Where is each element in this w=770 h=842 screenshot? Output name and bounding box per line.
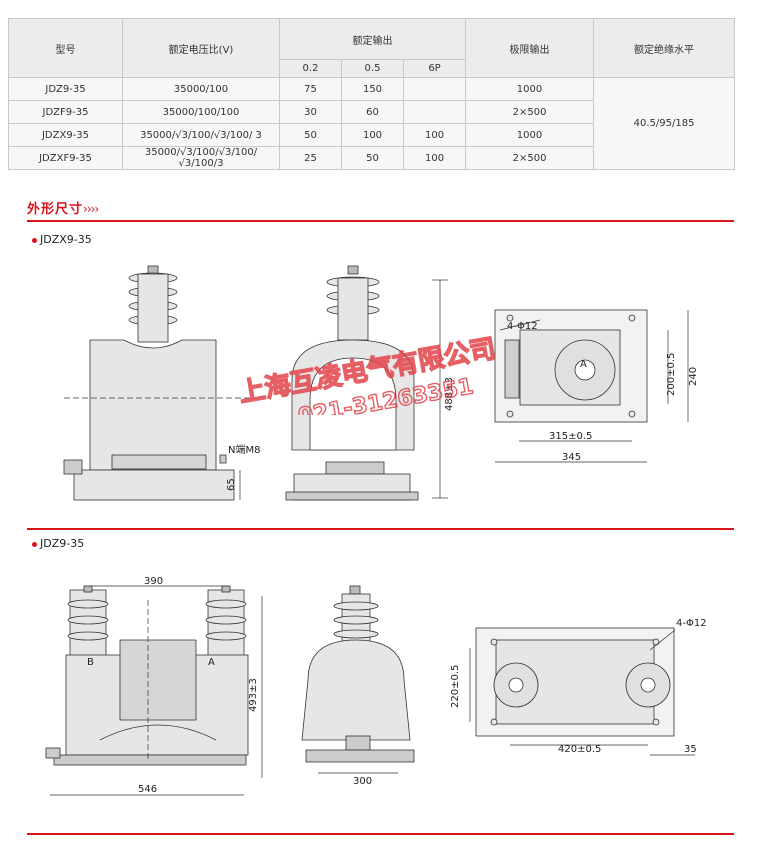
dim-220: 220±0.5 [450,665,461,708]
cell-0-2: 30 [279,100,342,124]
bullet-icon [32,237,37,243]
cell-model: JDZF9-35 [8,100,123,124]
model-label-text: JDZX9-35 [40,233,92,246]
cell-0-5: 60 [341,100,404,124]
dim-height-488: 488±3 [444,377,455,411]
label-a: A [580,359,587,370]
cell-ratio: 35000/100 [122,77,280,101]
spec-table: 型号 额定电压比(V) 额定输出 极限输出 额定绝缘水平 0.2 0.5 6P … [8,18,736,170]
footer-divider [27,833,734,835]
cell-ratio: 35000/√3/100/√3/100/√3/100/3 [122,146,280,170]
top-view-jdz9 [475,627,675,737]
model-label-jdzx9: JDZX9-35 [32,233,92,246]
table-row: JDZ9-35 35000/100 75 150 1000 40.5/95/18… [8,77,736,170]
cell-6p: 100 [402,146,467,170]
cell-0-2: 25 [279,146,342,170]
side-view-jdz9 [301,585,415,763]
label-a: A [208,657,215,668]
dim-35: 35 [684,744,697,755]
model-label-jdz9: JDZ9-35 [32,537,84,550]
section-title-text: 外形尺寸 [27,202,84,217]
front-view-jdzx9 [63,265,235,501]
cell-0-2: 75 [279,77,342,101]
dim-345: 345 [562,452,581,463]
chevrons-icon: ›››› [83,202,99,216]
terminal-note: N端M8 [228,443,260,456]
cell-ratio: 35000/√3/100/√3/100/ 3 [122,123,280,147]
cell-ratio: 35000/100/100 [122,100,280,124]
header-rated-output: 额定输出 [278,18,467,60]
dim-240: 240 [688,367,699,386]
cell-0-2: 50 [279,123,342,147]
header-class-6p: 6P [402,59,467,78]
section-divider-2 [27,528,734,530]
cell-insulation: 40.5/95/185 [593,77,736,170]
side-view-jdzx9 [285,265,419,501]
cell-model: JDZXF9-35 [8,146,123,170]
cell-model: JDZ9-35 [8,77,123,101]
bullet-icon [32,541,37,547]
header-model: 型号 [8,18,123,78]
front-view-jdz9 [45,585,249,766]
model-label-text: JDZ9-35 [40,537,85,550]
cell-0-5: 100 [341,123,404,147]
section-title: 外形尺寸›››› [27,198,99,217]
header-insulation-level: 额定绝缘水平 [593,18,736,78]
table-row: JDZXF9-35 35000/√3/100/√3/100/√3/100/3 2… [8,146,735,170]
dim-height-493: 493±3 [248,678,259,712]
cell-limit: 1000 [465,77,595,101]
header-limit-output: 极限输出 [465,18,595,78]
cell-6p [402,100,467,124]
cell-6p [402,77,467,101]
table-row: JDZX9-35 35000/√3/100/√3/100/ 3 50 100 1… [8,123,735,147]
dim-315: 315±0.5 [549,431,592,442]
label-b: B [87,657,94,668]
dim-300: 300 [353,776,372,787]
dim-200: 200±0.5 [666,353,677,396]
dim-546: 546 [138,784,157,795]
dim-holes-4phi12: 4-Φ12 [676,618,707,629]
dim-holes-4phi12: 4-Φ12 [507,321,538,332]
cell-6p: 100 [402,123,467,147]
top-view-jdzx9 [494,309,648,423]
cell-limit: 2×500 [465,146,595,170]
dim-390: 390 [144,576,163,587]
dim-65: 65 [226,478,237,491]
section-divider [27,220,734,222]
dim-420: 420±0.5 [558,744,601,755]
cell-limit: 1000 [465,123,595,147]
